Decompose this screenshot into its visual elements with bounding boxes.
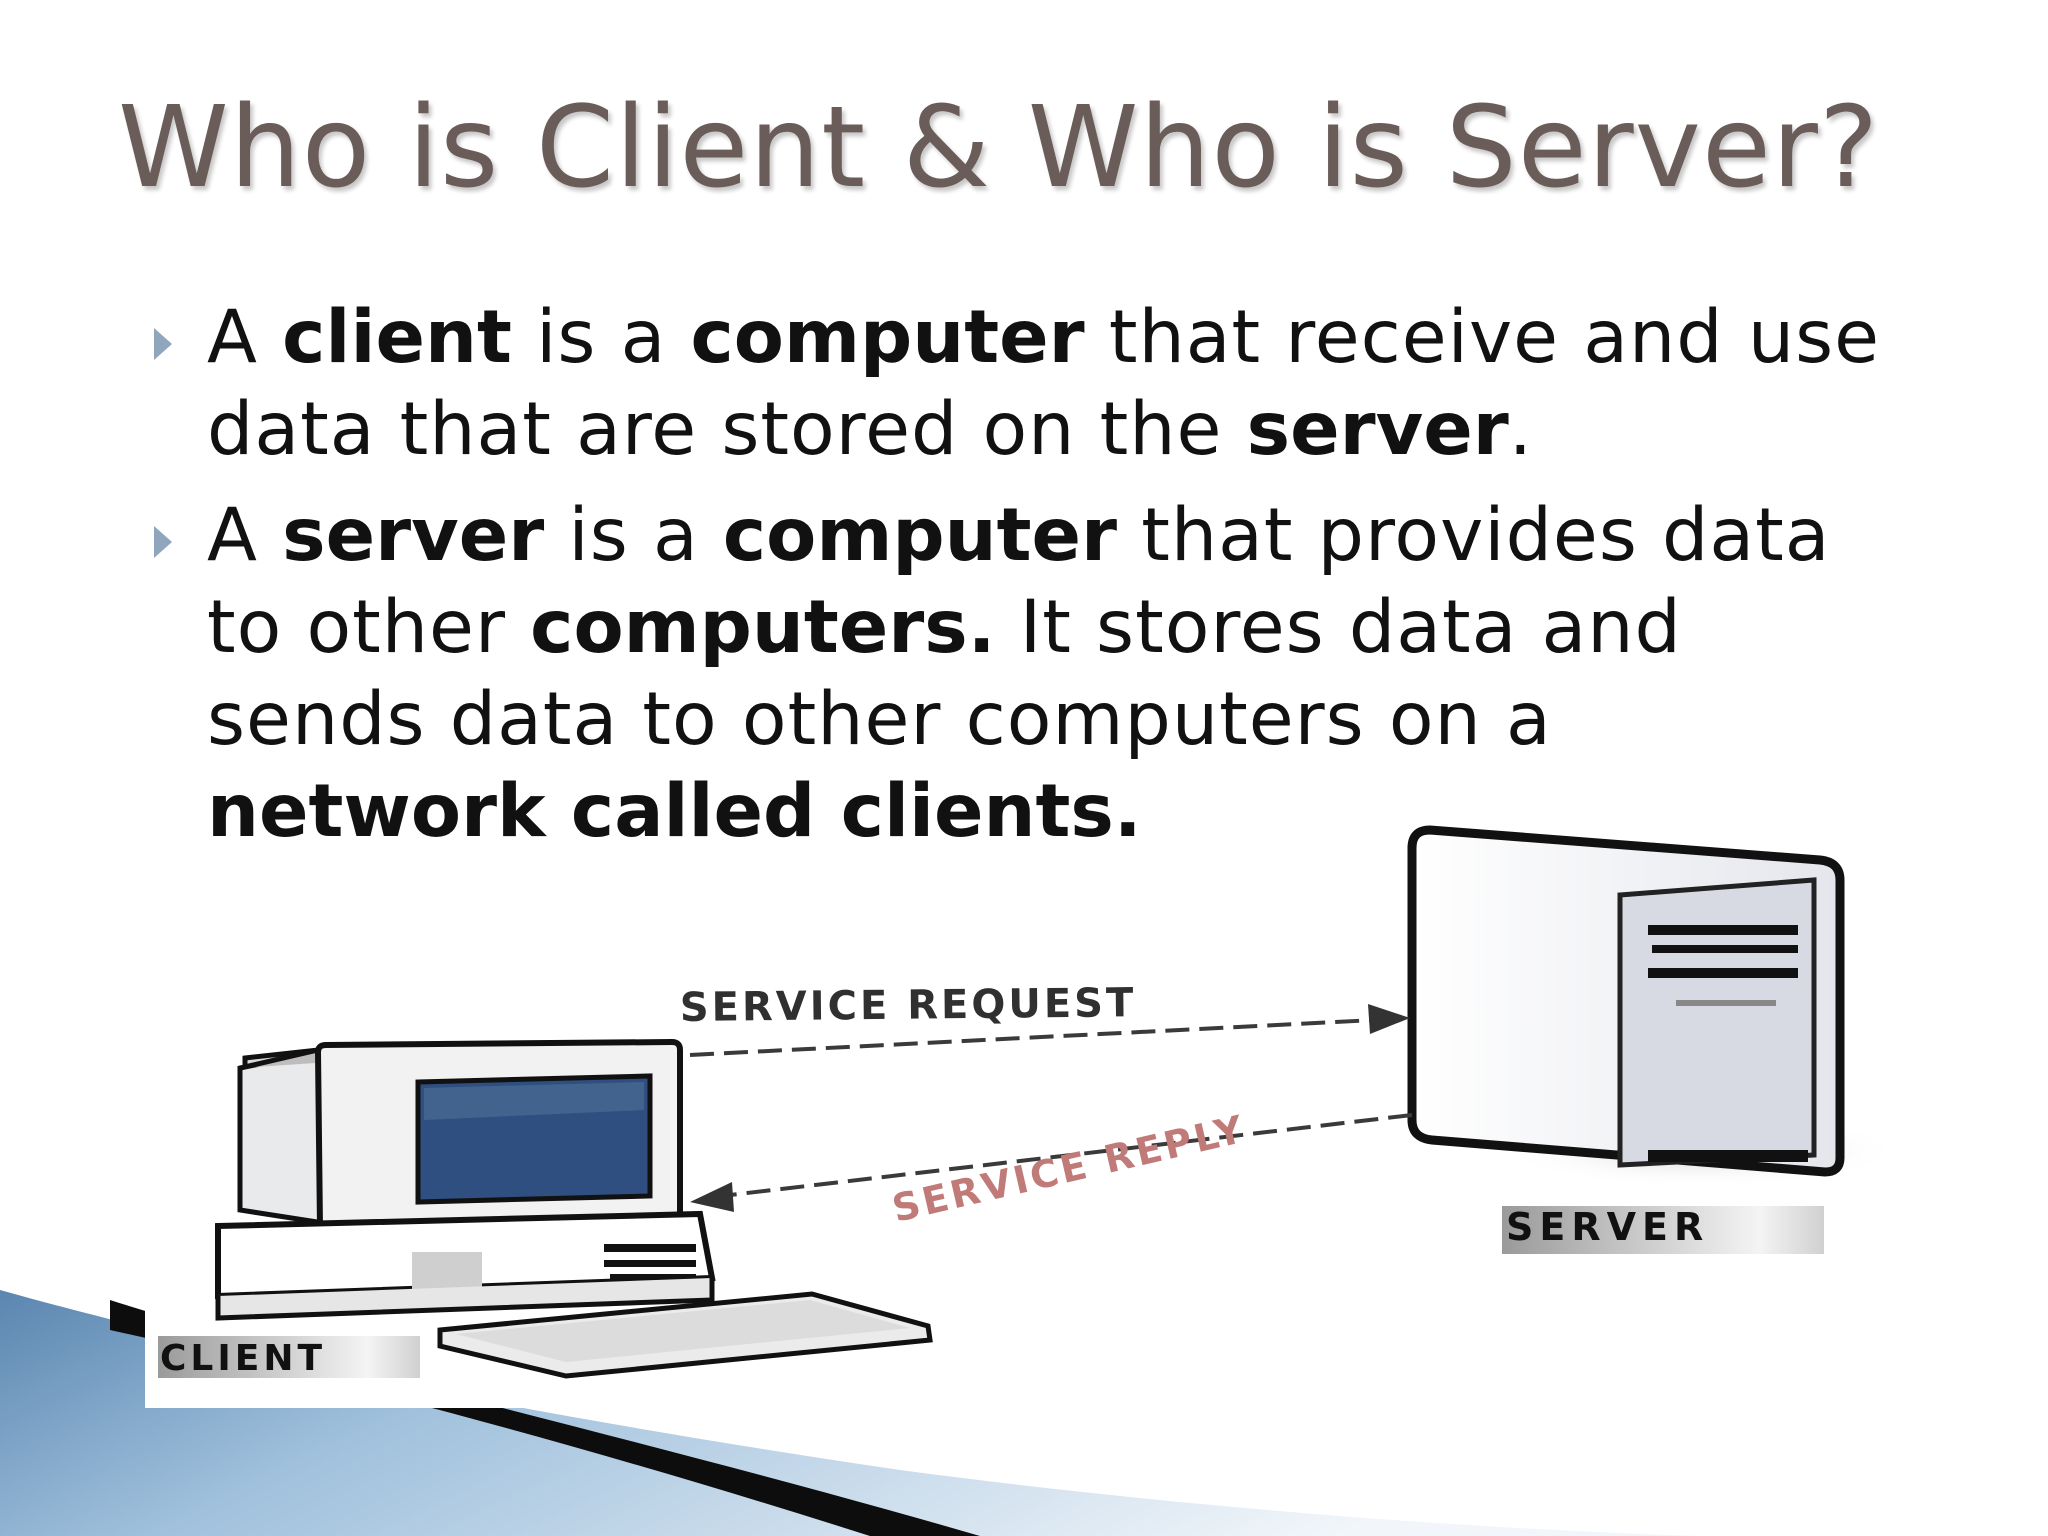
client-label: CLIENT xyxy=(160,1338,326,1379)
bullet-text-server: A server is a computer that provides dat… xyxy=(207,493,1831,854)
server-tower-icon xyxy=(1407,825,1900,1188)
bullet-item-server: A server is a computer that provides dat… xyxy=(150,490,1910,858)
bullet-item-client: A client is a computer that receive and … xyxy=(150,292,1910,476)
service-request-label: SERVICE REQUEST xyxy=(680,980,1137,1031)
server-label-plate: SERVER xyxy=(1502,1205,1824,1254)
slide-title: Who is Client & Who is Server? xyxy=(118,83,1880,213)
bullet-arrow-icon xyxy=(154,328,172,360)
bullet-list: A client is a computer that receive and … xyxy=(150,292,1910,872)
bullet-text-client: A client is a computer that receive and … xyxy=(207,295,1881,472)
service-request-arrow-icon xyxy=(689,1004,1410,1057)
bullet-arrow-icon xyxy=(154,526,172,558)
client-computer-icon xyxy=(215,1038,933,1379)
service-reply-arrow-icon xyxy=(690,1113,1413,1212)
client-label-plate: CLIENT xyxy=(158,1336,420,1379)
server-label: SERVER xyxy=(1506,1205,1709,1249)
